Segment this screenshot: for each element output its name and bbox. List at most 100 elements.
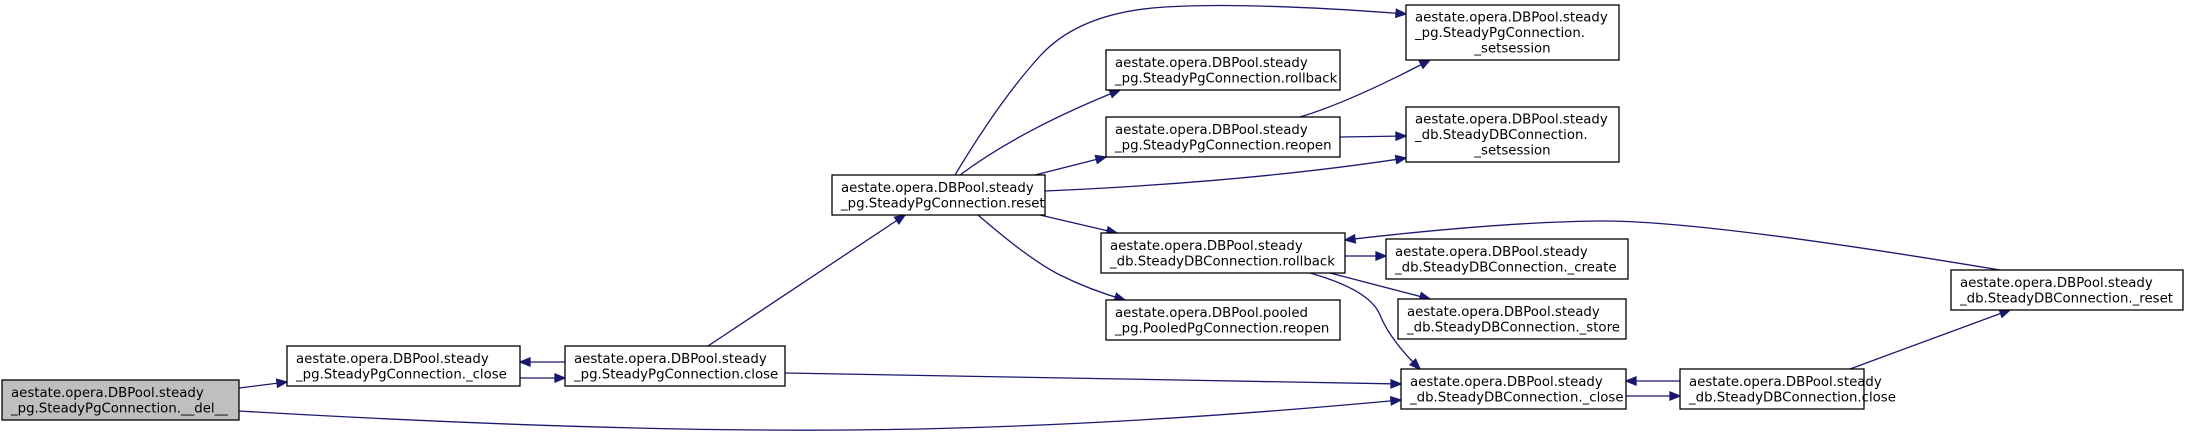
node-box — [1385, 238, 1629, 280]
edge-db_rollback-to-db_create — [1345, 251, 1388, 261]
node-label-line: _pg.PooledPgConnection.reopen — [1114, 321, 1329, 336]
node-label-line: aestate.opera.DBPool.steady — [1689, 375, 1882, 390]
node-pg-setsess[interactable]: aestate.opera.DBPool.steady_pg.SteadyPgC… — [1405, 4, 1620, 61]
node-label-line: _setsession — [1473, 42, 1550, 57]
node-label-line: _setsession — [1473, 144, 1550, 159]
arrowhead-icon — [1108, 89, 1122, 99]
edge-pg_reset-to-db_rollback — [1039, 214, 1119, 236]
arrowhead-icon — [1395, 8, 1408, 19]
edge-line — [784, 372, 1402, 385]
node-db-setsess[interactable]: aestate.opera.DBPool.steady_db.SteadyDBC… — [1405, 106, 1620, 163]
edge-line — [707, 214, 906, 347]
node-label-line: _db.SteadyDBConnection._create — [1394, 260, 1617, 275]
node-db-close[interactable]: aestate.opera.DBPool.steady_db.SteadyDBC… — [1679, 368, 1896, 410]
arrowhead-icon — [1395, 131, 1408, 142]
node-label-line: _db.SteadyDBConnection._close — [1409, 390, 1624, 405]
node-label-line: _db.SteadyDBConnection. — [1414, 128, 1588, 143]
edge-pg_close-to-pg_reset — [707, 214, 907, 347]
node-box — [1400, 368, 1627, 410]
node-box — [1105, 116, 1341, 158]
edge-line — [238, 399, 1402, 431]
node-label-line: _pg.SteadyPgConnection. — [1414, 26, 1585, 41]
node-pg-reset[interactable]: aestate.opera.DBPool.steady_pg.SteadyPgC… — [831, 174, 1046, 216]
edge-line — [1344, 220, 2001, 271]
node-label-line: aestate.opera.DBPool.steady — [1410, 375, 1603, 390]
arrowhead-icon — [1624, 376, 1637, 386]
edge-line — [1309, 272, 1421, 370]
edge-line — [1299, 59, 1431, 118]
node-box — [564, 345, 786, 387]
node-label-line: aestate.opera.DBPool.steady — [1415, 11, 1608, 26]
node-box — [1, 379, 240, 421]
node-db-create[interactable]: aestate.opera.DBPool.steady_db.SteadyDBC… — [1385, 238, 1629, 280]
node-label-line: aestate.opera.DBPool.steady — [1407, 305, 1600, 320]
edge-db_rollback-to-db_close_ — [1309, 272, 1422, 371]
edge-pg_close-to-db_close_ — [784, 372, 1403, 389]
node-box — [1679, 368, 1865, 410]
node-box — [1397, 298, 1627, 340]
edge-pg_close-to-pg_close_ — [518, 357, 565, 367]
node-label-line: aestate.opera.DBPool.steady — [1415, 113, 1608, 128]
node-label-line: aestate.opera.DBPool.steady — [841, 181, 1034, 196]
node-label-line: aestate.opera.DBPool.steady — [1395, 245, 1588, 260]
edge-db_reset-to-db_rollback — [1343, 220, 2001, 271]
node-label-line: _pg.SteadyPgConnection.__del__ — [10, 401, 228, 416]
edge-line — [1034, 156, 1107, 176]
node-label-line: _pg.SteadyPgConnection._close — [295, 367, 507, 382]
node-pg-close[interactable]: aestate.opera.DBPool.steady_pg.SteadyPgC… — [564, 345, 786, 387]
arrowhead-icon — [1343, 233, 1357, 244]
edge-pg_reset-to-pg_rollback — [959, 89, 1122, 176]
node-label-line: aestate.opera.DBPool.pooled — [1115, 306, 1308, 321]
node-label-line: _pg.SteadyPgConnection.reopen — [1114, 138, 1332, 153]
node-label-line: aestate.opera.DBPool.steady — [296, 352, 489, 367]
edge-del-to-db_close_ — [238, 396, 1403, 431]
node-db-close-[interactable]: aestate.opera.DBPool.steady_db.SteadyDBC… — [1400, 368, 1627, 410]
node-box — [1405, 4, 1620, 61]
arrowhead-icon — [1669, 391, 1682, 401]
node-label-line: aestate.opera.DBPool.steady — [1110, 239, 1303, 254]
edges — [238, 4, 2012, 431]
edge-pg_reset-to-db_setsess — [1044, 154, 1408, 192]
edge-pg_close_-to-pg_close — [520, 373, 567, 383]
node-del[interactable]: aestate.opera.DBPool.steady_pg.SteadyPgC… — [1, 379, 240, 421]
node-db-rollback[interactable]: aestate.opera.DBPool.steady_db.SteadyDBC… — [1100, 232, 1346, 274]
node-label-line: _db.SteadyDBConnection.rollback — [1109, 254, 1335, 269]
edge-line — [1329, 272, 1431, 300]
arrowhead-icon — [518, 357, 531, 367]
nodes: aestate.opera.DBPool.steady_pg.SteadyPgC… — [1, 4, 2184, 421]
arrowhead-icon — [1418, 59, 1432, 70]
node-label-line: _pg.SteadyPgConnection.reset — [840, 196, 1045, 211]
edge-line — [1339, 135, 1407, 138]
node-label-line: aestate.opera.DBPool.steady — [574, 352, 767, 367]
node-label-line: _pg.SteadyPgConnection.close — [573, 367, 778, 382]
edge-pg_reset-to-pg_reopen — [1034, 154, 1108, 176]
arrowhead-icon — [1375, 251, 1388, 261]
edge-pg_reset-to-pg_setsess — [954, 4, 1408, 176]
node-box — [286, 345, 521, 387]
arrowhead-icon — [893, 214, 907, 226]
node-box — [1100, 232, 1346, 274]
edge-del-to-pg_close_ — [238, 378, 289, 389]
node-pg-reopen[interactable]: aestate.opera.DBPool.steady_pg.SteadyPgC… — [1105, 116, 1341, 158]
node-box — [1405, 106, 1620, 163]
node-pooled-reopen[interactable]: aestate.opera.DBPool.pooled_pg.PooledPgC… — [1105, 299, 1341, 341]
node-label-line: _pg.SteadyPgConnection.rollback — [1114, 71, 1338, 86]
node-db-reset[interactable]: aestate.opera.DBPool.steady_db.SteadyDBC… — [1950, 269, 2184, 311]
node-pg-close-[interactable]: aestate.opera.DBPool.steady_pg.SteadyPgC… — [286, 345, 521, 387]
node-label-line: aestate.opera.DBPool.steady — [1960, 276, 2153, 291]
node-pg-rollback[interactable]: aestate.opera.DBPool.steady_pg.SteadyPgC… — [1105, 49, 1341, 91]
edge-db_close-to-db_close_ — [1624, 376, 1680, 386]
node-label-line: aestate.opera.DBPool.steady — [1115, 56, 1308, 71]
edge-db_close_-to-db_close — [1626, 391, 1682, 401]
edge-pg_reopen-to-db_setsess — [1339, 131, 1408, 142]
node-box — [1950, 269, 2184, 311]
node-box — [1105, 299, 1341, 341]
node-box — [1105, 49, 1341, 91]
node-label-line: _db.SteadyDBConnection._store — [1406, 320, 1620, 335]
node-box — [831, 174, 1046, 216]
node-label-line: _db.SteadyDBConnection.close — [1688, 390, 1896, 405]
node-db-store[interactable]: aestate.opera.DBPool.steady_db.SteadyDBC… — [1397, 298, 1627, 340]
arrowhead-icon — [1408, 358, 1422, 371]
arrowhead-icon — [1389, 396, 1403, 406]
arrowhead-icon — [1390, 378, 1403, 389]
